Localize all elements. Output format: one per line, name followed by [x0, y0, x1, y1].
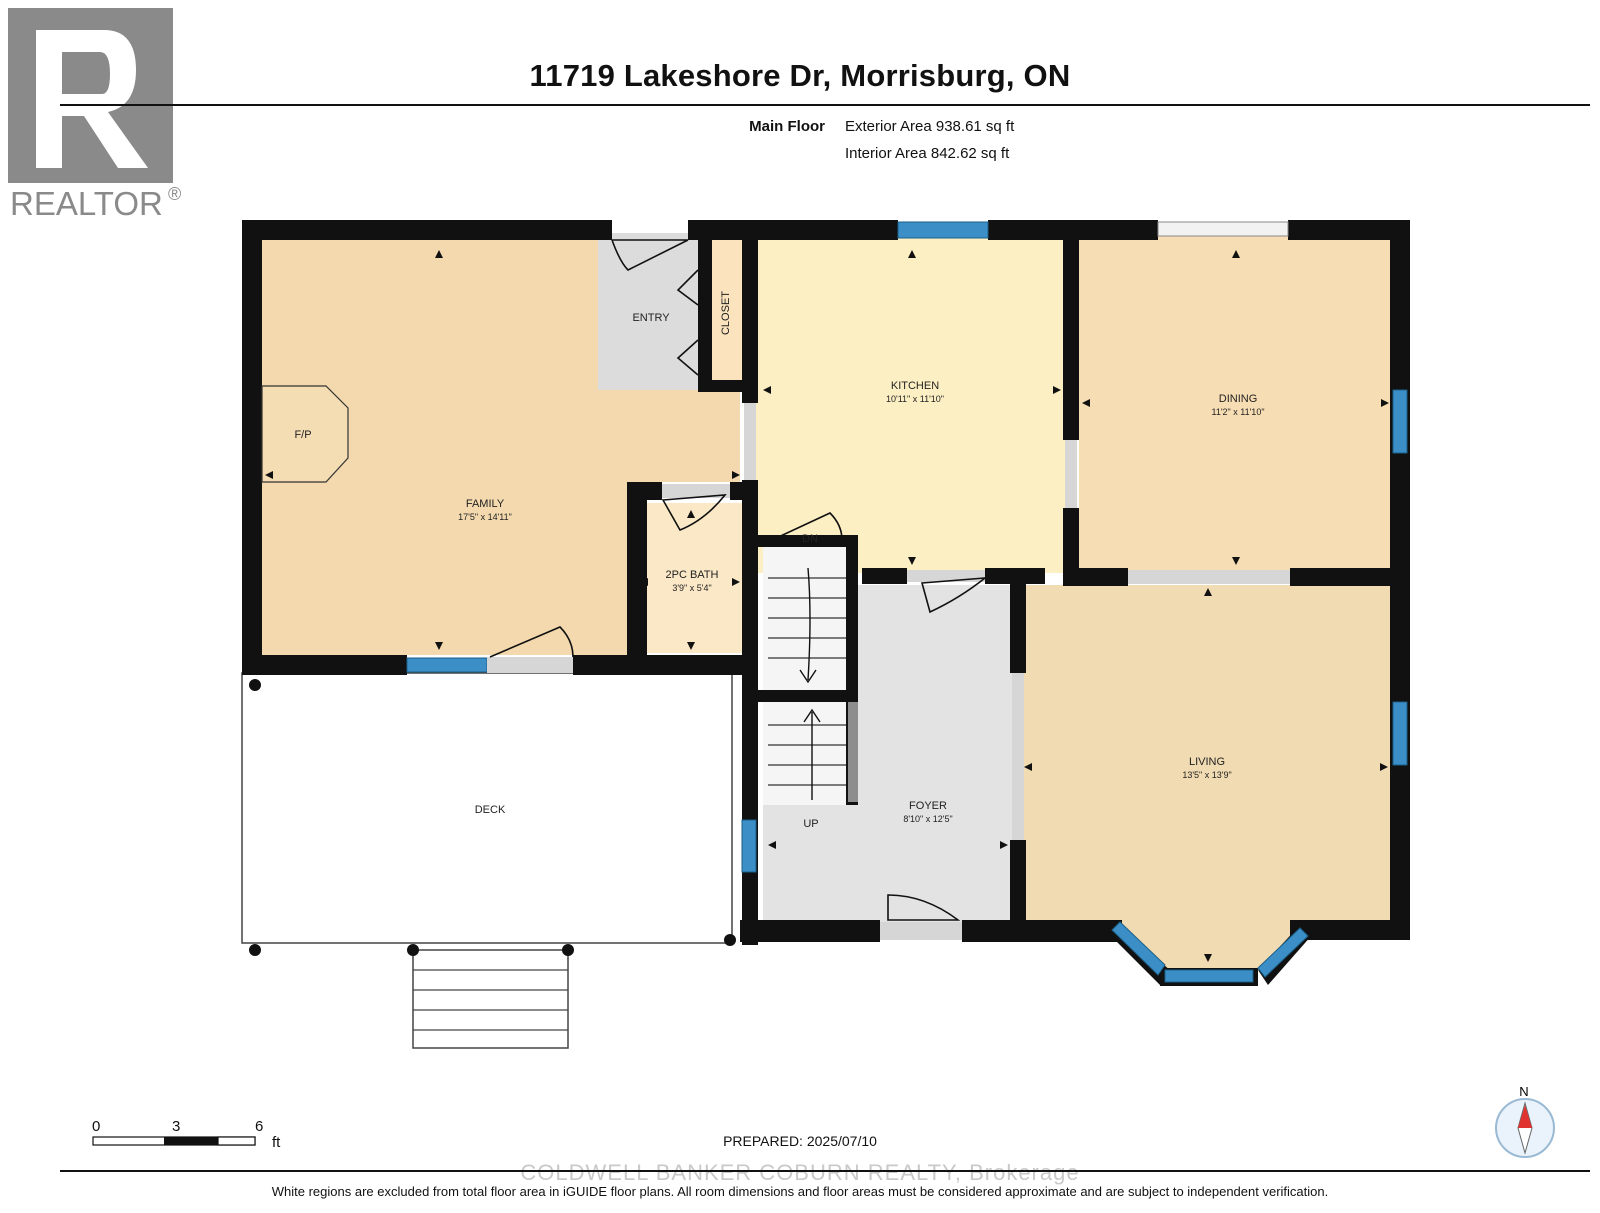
scale-tick-6: 6 — [255, 1118, 263, 1135]
footer-divider — [60, 1170, 1590, 1172]
title-divider — [60, 104, 1590, 106]
deck-steps — [412, 949, 569, 1049]
windows — [406, 221, 1408, 983]
openings — [487, 221, 1290, 940]
room-kitchen-fill — [756, 233, 1066, 573]
room-family-fill — [252, 233, 740, 655]
deck-posts — [249, 679, 736, 956]
room-closet-fill — [708, 240, 742, 384]
scale-bar: 0 3 6 ft — [92, 1118, 281, 1151]
dimension-markers — [265, 250, 1389, 962]
room-entry-label: ENTRY — [632, 312, 670, 324]
fireplace-label: F/P — [294, 429, 311, 441]
page-title: 11719 Lakeshore Dr, Morrisburg, ON — [529, 58, 1071, 93]
room-bath-label: 2PC BATH — [666, 569, 719, 581]
room-living-dims: 13'5" x 13'9" — [1182, 770, 1231, 780]
room-dining-label: DINING — [1219, 393, 1258, 405]
room-kitchen-dims: 10'11" x 11'10" — [886, 394, 944, 404]
stair-treads — [768, 577, 846, 786]
scale-tick-0: 0 — [92, 1118, 100, 1135]
door-swings — [489, 239, 988, 921]
room-dining-fill — [1079, 233, 1397, 570]
room-entry-fill — [598, 233, 708, 390]
room-kitchen-label: KITCHEN — [891, 380, 939, 392]
room-foyer-dims: 8'10" x 12'5" — [903, 814, 952, 824]
stair-rail — [848, 702, 858, 802]
stairs-down-label: DN — [802, 533, 818, 545]
room-living-fill — [1020, 585, 1397, 970]
stair-arrows — [799, 567, 821, 800]
interior-area: Interior Area 842.62 sq ft — [845, 145, 1010, 162]
room-bath-dims: 3'9" x 5'4" — [672, 583, 711, 593]
prepared-date: PREPARED: 2025/07/10 — [723, 1133, 877, 1149]
scale-tick-3: 3 — [172, 1118, 180, 1135]
room-closet-label: CLOSET — [720, 291, 732, 335]
disclaimer-text: White regions are excluded from total fl… — [271, 1184, 1329, 1199]
room-bath-fill — [635, 503, 742, 653]
exterior-area: Exterior Area 938.61 sq ft — [845, 118, 1015, 135]
realtor-r-letter — [36, 30, 148, 168]
room-dining-dims: 11'2" x 11'10" — [1211, 407, 1264, 417]
walls — [242, 220, 1410, 986]
stairs-up-fill — [763, 700, 848, 805]
room-foyer-label: FOYER — [909, 800, 947, 812]
brokerage-watermark: COLDWELL BANKER COBURN REALTY, Brokerage — [520, 1160, 1080, 1185]
stairs-up-label: UP — [803, 818, 818, 830]
room-family-dims: 17'5" x 14'11" — [458, 512, 512, 522]
compass-north-icon: N — [1495, 1084, 1555, 1158]
fireplace — [261, 385, 349, 483]
room-living-label: LIVING — [1189, 756, 1225, 768]
realtor-wordmark: REALTOR — [10, 185, 163, 222]
floor-name: Main Floor — [749, 118, 825, 135]
deck-label: DECK — [475, 804, 506, 816]
compass-label: N — [1519, 1084, 1528, 1099]
scale-unit: ft — [272, 1134, 281, 1151]
realtor-logo: REALTOR ® — [8, 8, 181, 222]
registered-mark: ® — [168, 184, 181, 204]
room-family-label: FAMILY — [466, 498, 505, 510]
